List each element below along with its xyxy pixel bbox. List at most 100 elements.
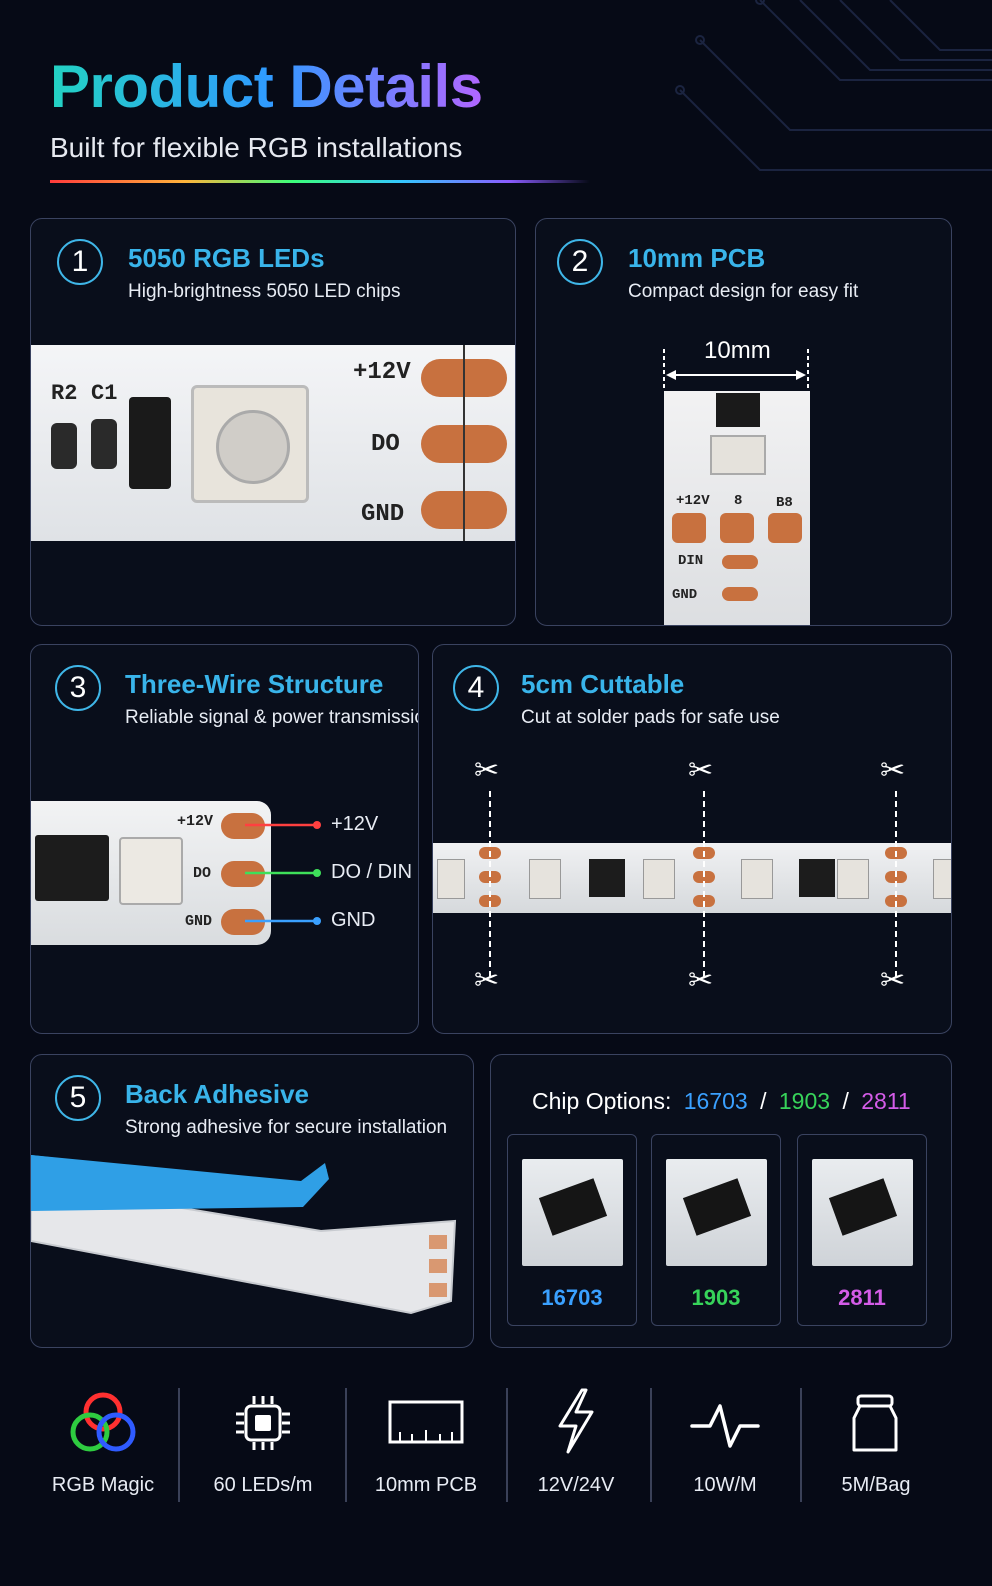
v12-label: +12V <box>353 359 411 386</box>
step-number: 3 <box>55 665 101 711</box>
step-number: 2 <box>557 239 603 285</box>
ic-chip <box>35 835 109 901</box>
led-5050 <box>710 435 766 475</box>
led-5050 <box>119 837 183 905</box>
label-b8: B8 <box>776 495 793 511</box>
page-subtitle: Built for flexible RGB installations <box>50 132 463 163</box>
cut-line <box>489 791 491 977</box>
cut-line <box>895 791 897 977</box>
led-strip-closeup: R2 C1 +12V DO GND <box>31 345 515 541</box>
led-5050 <box>933 859 951 899</box>
cut-line <box>463 345 465 541</box>
led-5050 <box>191 385 309 503</box>
v12-label: +12V <box>676 493 710 509</box>
feature-label: 12V/24V <box>537 1474 615 1496</box>
solder-pad <box>720 513 754 543</box>
chip-image <box>666 1159 767 1266</box>
separator: / <box>760 1088 767 1114</box>
wire-label-gnd: GND <box>331 909 376 931</box>
pad-label: DO <box>193 865 212 882</box>
divider <box>650 1388 652 1502</box>
card-description: Compact design for easy fit <box>628 281 859 302</box>
resistor <box>51 423 77 469</box>
card-5050-leds: 1 5050 RGB LEDs High-brightness 5050 LED… <box>30 218 516 626</box>
chip-name: 1903 <box>691 1285 741 1310</box>
ic-chip <box>799 859 835 897</box>
led-5050 <box>529 859 561 899</box>
pad-label: GND <box>185 913 213 930</box>
capacitor <box>91 419 117 469</box>
scissors-icon: ✂ <box>688 964 714 997</box>
rainbow-divider <box>50 180 590 183</box>
card-title: Three-Wire Structure <box>125 669 384 699</box>
separator: / <box>842 1088 849 1114</box>
chip-name: 2811 <box>838 1285 886 1310</box>
c1-label: C1 <box>91 381 118 406</box>
card-10mm-pcb: 2 10mm PCB Compact design for easy fit 1… <box>535 218 952 626</box>
scissors-icon: ✂ <box>474 964 500 997</box>
led-5050 <box>741 859 773 899</box>
ic-chip <box>716 393 760 427</box>
card-description: Reliable signal & power transmission <box>125 707 419 728</box>
card-title: 5cm Cuttable <box>521 669 685 699</box>
scissors-icon: ✂ <box>688 754 714 787</box>
card-title: Back Adhesive <box>125 1079 310 1109</box>
adhesive-strip-illustration <box>31 1155 457 1315</box>
chip-image <box>522 1159 623 1266</box>
scissors-icon: ✂ <box>474 754 500 787</box>
wire-connectors <box>245 821 321 925</box>
scissors-icon: ✂ <box>880 964 906 997</box>
gnd-label: GND <box>672 587 698 603</box>
r2-label: R2 <box>51 381 78 406</box>
wire-label-do-din: DO / DIN <box>331 861 413 883</box>
chip-options-heading: Chip Options: 16703 / 1903 / 2811 <box>532 1088 911 1115</box>
card-back-adhesive: 5 Back Adhesive Strong adhesive for secu… <box>30 1054 474 1348</box>
ic-chip <box>589 859 625 897</box>
lightning-icon <box>558 1388 594 1454</box>
chip-icon <box>236 1396 290 1450</box>
card-three-wire: 3 Three-Wire Structure Reliable signal &… <box>30 644 419 1034</box>
step-number: 5 <box>55 1075 101 1121</box>
dimension-arrow <box>663 349 809 389</box>
card-5cm-cuttable: 4 5cm Cuttable Cut at solder pads for sa… <box>432 644 952 1034</box>
pad-label: +12V <box>177 813 214 830</box>
led-5050 <box>643 859 675 899</box>
gnd-label: GND <box>361 501 405 528</box>
chip-options-prefix: Chip Options: <box>532 1088 672 1114</box>
step-number: 1 <box>57 239 103 285</box>
cut-line <box>703 791 705 977</box>
card-description: Cut at solder pads for safe use <box>521 707 780 728</box>
ic-chip <box>129 397 171 489</box>
pulse-icon <box>690 1404 760 1448</box>
card-title: 10mm PCB <box>628 243 766 273</box>
bag-icon <box>852 1394 898 1452</box>
resistor <box>722 555 758 569</box>
scissors-icon: ✂ <box>880 754 906 787</box>
chip-option-name: 16703 <box>683 1088 748 1114</box>
feature-label: 60 LEDs/m <box>213 1474 313 1496</box>
divider <box>800 1388 802 1502</box>
din-label: DIN <box>678 553 704 569</box>
card-description: Strong adhesive for secure installation <box>125 1117 448 1138</box>
page-title: Product Details <box>50 53 483 120</box>
divider <box>178 1388 180 1502</box>
solder-pad <box>768 513 802 543</box>
rgb-circles-icon <box>70 1392 136 1452</box>
led-5050 <box>437 859 465 899</box>
led-5050 <box>837 859 869 899</box>
wire-label-12v: +12V <box>331 813 379 835</box>
pcb-strip: +12V 8 B8 DIN GND <box>664 391 810 625</box>
step-number: 4 <box>453 665 499 711</box>
divider <box>506 1388 508 1502</box>
led-strip <box>433 843 951 913</box>
chip-option-1903: 1903 <box>651 1134 781 1326</box>
card-title: 5050 RGB LEDs <box>128 243 325 273</box>
chip-image <box>812 1159 913 1266</box>
chip-option-16703: 16703 <box>507 1134 637 1326</box>
do-label: DO <box>371 431 400 458</box>
chip-option-name: 1903 <box>778 1088 831 1114</box>
circuit-background <box>675 0 992 171</box>
feature-label: RGB Magic <box>51 1474 155 1496</box>
feature-label: 10mm PCB <box>374 1474 478 1496</box>
chip-option-name: 2811 <box>861 1088 911 1114</box>
